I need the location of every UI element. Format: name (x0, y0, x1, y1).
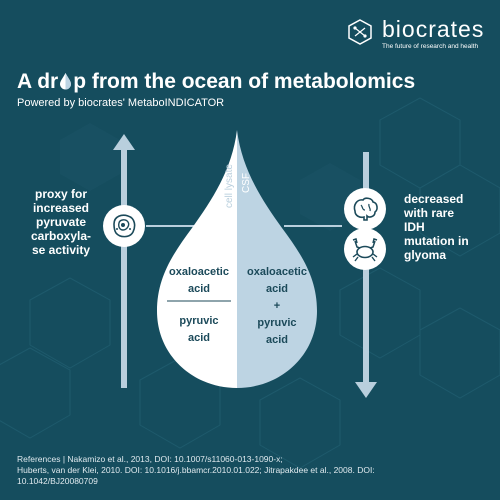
left-annotation-line-2: increased (32, 201, 90, 215)
hexagon-molecule-icon (348, 19, 372, 45)
csf-label: CSF (241, 173, 252, 193)
reference-line-2: Huberts, van der Klei, 2010. DOI: 10.101… (17, 465, 375, 475)
title-part-2: p from the ocean of metabolomics (73, 70, 416, 93)
left-denominator-line-1: pyruvic (179, 315, 219, 327)
biocrates-logo: biocrates The future of research and hea… (346, 14, 486, 54)
references: References | Nakamizo et al., 2013, DOI:… (17, 454, 487, 487)
left-annotation-line-5: se activity (31, 243, 91, 257)
right-expression-line-5: acid (265, 334, 288, 346)
brand-tagline: The future of research and health (382, 43, 479, 50)
drop-left-half (157, 130, 237, 388)
crab-icon (344, 228, 386, 270)
right-annotation-line-4: mutation in (404, 234, 469, 248)
right-expression-line-1: oxaloacetic (247, 266, 307, 278)
water-drop-icon (60, 73, 72, 90)
right-expression: oxaloacetic acid + pyruvic acid (240, 264, 314, 349)
right-expression-line-2: acid (265, 283, 288, 295)
cell-lysate-label: cell lysate (224, 164, 235, 208)
left-annotation-line-4: carboxyla- (30, 229, 92, 243)
left-annotation-line-3: pyruvate (35, 215, 87, 229)
page-subtitle: Powered by biocrates' MetaboINDICATOR (17, 97, 225, 109)
right-expression-line-4: pyruvic (257, 317, 297, 329)
drop-right-half (237, 130, 317, 388)
right-annotation-line-2: with rare (404, 206, 455, 220)
right-expression-line-3: + (273, 300, 281, 312)
left-annotation-line-1: proxy for (34, 187, 87, 201)
reference-line-1: References | Nakamizo et al., 2013, DOI:… (17, 454, 283, 464)
left-numerator-line-1: oxaloacetic (169, 266, 229, 278)
left-numerator: oxaloacetic acid (162, 264, 236, 298)
right-annotation-line-5: glyoma (404, 248, 447, 262)
left-denominator: pyruvic acid (162, 313, 236, 347)
left-annotation: proxy for increased pyruvate carboxyla- … (14, 187, 108, 257)
right-annotation-line-1: decreased (404, 192, 464, 206)
right-annotation: decreased with rare IDH mutation in glyo… (404, 192, 494, 262)
brand-name: biocrates (382, 16, 485, 42)
left-numerator-line-2: acid (187, 283, 210, 295)
reference-line-3: 10.1042/BJ20080709 (17, 476, 98, 486)
right-annotation-line-3: IDH (404, 220, 425, 234)
page-title: A dr p from the ocean of metabolomics (17, 70, 415, 94)
left-denominator-line-2: acid (187, 332, 210, 344)
up-arrow (113, 134, 135, 388)
brain-icon (344, 188, 386, 230)
title-part-1: A dr (17, 70, 59, 93)
cell-icon (103, 205, 145, 247)
